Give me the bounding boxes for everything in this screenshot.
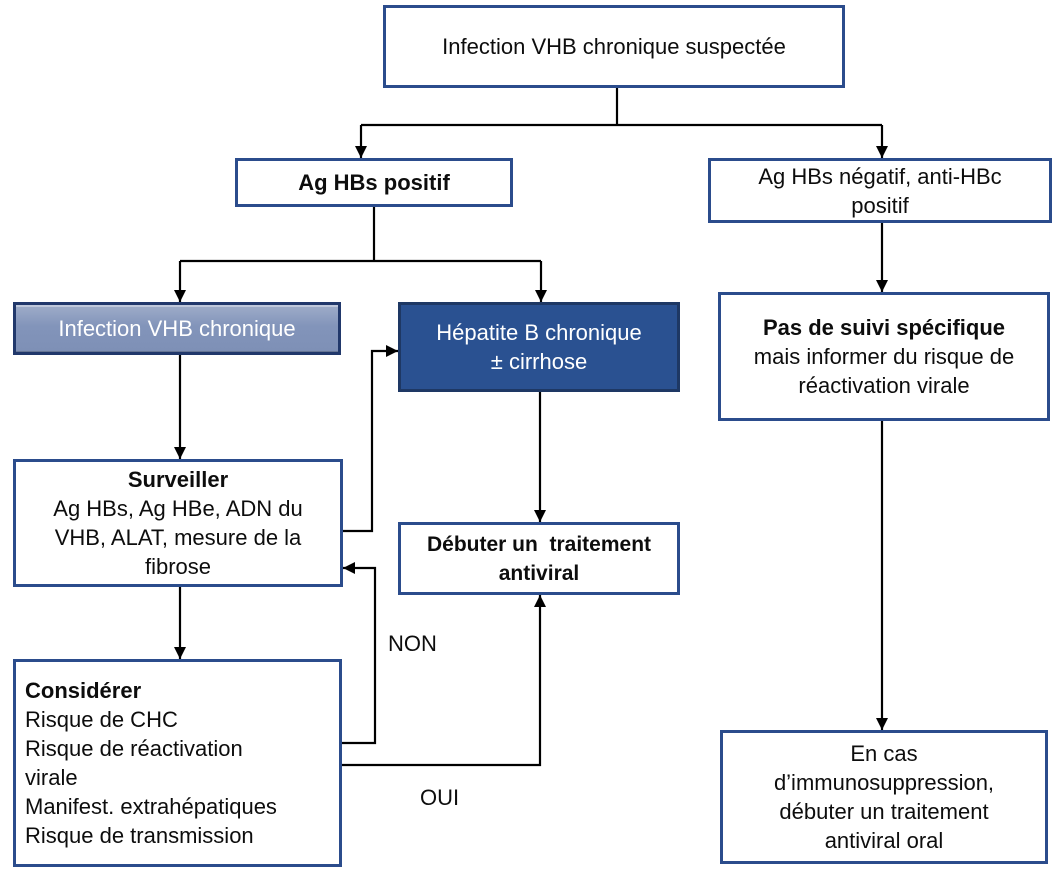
node-immunosuppression-oral-antiviral: En cas d’immunosuppression, débuter un t… xyxy=(720,730,1048,864)
node-text: antiviral xyxy=(498,561,580,585)
node-text: Ag HBs positif xyxy=(298,170,450,195)
node-title: Pas de suivi spécifique xyxy=(762,315,1006,340)
node-consider: Considérer Risque de CHC Risque de réact… xyxy=(13,659,342,867)
node-text: VHB, ALAT, mesure de la xyxy=(54,525,302,550)
node-text: Hépatite B chronique xyxy=(436,320,642,345)
node-text: Ag HBs négatif, anti-HBc xyxy=(758,163,1002,189)
edge-label-non: NON xyxy=(386,631,439,656)
edge-label-oui: OUI xyxy=(418,785,462,810)
node-text: Débuter un traitement xyxy=(426,532,652,556)
node-chronic-hepatitis-b-cirrhosis: Hépatite B chronique ± cirrhose xyxy=(398,302,680,392)
node-text: débuter un traitement xyxy=(779,799,989,824)
node-title: Surveiller xyxy=(127,467,229,492)
node-text: Infection VHB chronique xyxy=(58,316,296,341)
node-text: Risque de CHC xyxy=(25,707,178,732)
node-text: Manifest. extrahépatiques xyxy=(25,794,277,819)
node-text: fibrose xyxy=(144,554,212,579)
node-text: Risque de réactivation xyxy=(25,736,243,761)
node-chronic-hbv-infection: Infection VHB chronique xyxy=(13,302,341,355)
node-suspected-chronic-hbv: Infection VHB chronique suspectée xyxy=(383,5,845,88)
node-text: virale xyxy=(25,765,78,790)
node-text: réactivation virale xyxy=(798,373,970,398)
node-text: Ag HBs, Ag HBe, ADN du xyxy=(53,496,303,521)
node-title: Considérer xyxy=(25,678,142,703)
node-hbs-positive: Ag HBs positif xyxy=(235,158,513,207)
node-text: Infection VHB chronique suspectée xyxy=(442,34,786,59)
node-text: antiviral oral xyxy=(824,828,944,853)
edge-non-loop xyxy=(342,562,377,745)
node-no-specific-followup: Pas de suivi spécifique mais informer du… xyxy=(718,292,1050,421)
node-start-antiviral-treatment: Débuter un traitement antiviral xyxy=(398,522,680,595)
node-text: mais informer du risque de xyxy=(753,344,1015,369)
node-text: d’immunosuppression, xyxy=(773,770,995,795)
node-hbs-negative-antihbc-positive: Ag HBs négatif, anti-HBc positif xyxy=(708,158,1052,223)
node-monitor: Surveiller Ag HBs, Ag HBe, ADN du VHB, A… xyxy=(13,459,343,587)
node-text: En cas xyxy=(850,741,918,766)
node-text: positif xyxy=(851,192,909,218)
node-text: ± cirrhose xyxy=(490,349,588,374)
edge-oui-to-treat xyxy=(342,595,546,767)
node-text: Risque de transmission xyxy=(25,823,254,848)
edge-monitor-to-hepatitis xyxy=(343,345,398,533)
